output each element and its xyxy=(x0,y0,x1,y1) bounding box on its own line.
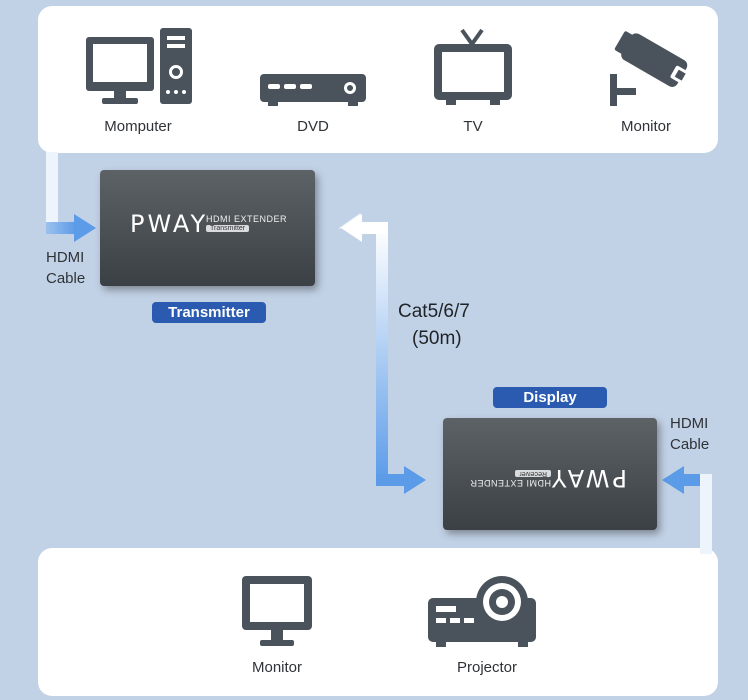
output-label-projector: Projector xyxy=(456,659,518,676)
cable-type-label: Cat5/6/7 xyxy=(398,301,470,322)
transmitter-product: HDMI EXTENDER xyxy=(206,214,288,224)
output-devices-panel xyxy=(38,548,718,696)
input-cable-label-line2: Cable xyxy=(46,270,86,287)
output-cable-label-line2: Cable xyxy=(670,436,710,453)
source-label-computer: Momputer xyxy=(104,118,172,135)
tv-icon xyxy=(434,28,512,105)
transmitter-brand: PWAY xyxy=(130,210,209,238)
cable-distance-label: (50m) xyxy=(412,328,462,349)
receiver-product: HDMI EXTENDER xyxy=(469,478,551,488)
input-hdmi-arrow xyxy=(46,152,96,242)
security-camera-icon xyxy=(610,31,690,106)
source-label-dvd: DVD xyxy=(297,118,329,135)
monitor-icon xyxy=(242,576,312,646)
cat-cable-arrow xyxy=(338,213,426,494)
input-cable-label-line1: HDMI xyxy=(46,249,85,266)
source-label-monitor: Monitor xyxy=(620,118,672,135)
output-cable-label-line1: HDMI xyxy=(670,415,709,432)
input-cable-label: HDMI Cable xyxy=(46,247,85,289)
computer-icon xyxy=(86,28,192,104)
output-cable-label: HDMI Cable xyxy=(670,413,709,455)
source-label-tv: TV xyxy=(463,118,483,135)
transmitter-device: PWAY HDMI EXTENDER Transmitter xyxy=(100,170,315,286)
output-label-monitor: Monitor xyxy=(251,659,303,676)
display-tag: Display xyxy=(493,387,607,408)
receiver-brand: PWAY xyxy=(548,464,627,492)
transmitter-role: Transmitter xyxy=(206,225,250,232)
transmitter-tag: Transmitter xyxy=(152,302,266,323)
dvd-player-icon xyxy=(260,74,366,106)
projector-icon xyxy=(428,576,536,647)
receiver-device: PWAY HDMI EXTENDER Receiver xyxy=(443,418,657,530)
receiver-role: Receiver xyxy=(515,470,551,477)
output-hdmi-arrow xyxy=(662,466,712,554)
